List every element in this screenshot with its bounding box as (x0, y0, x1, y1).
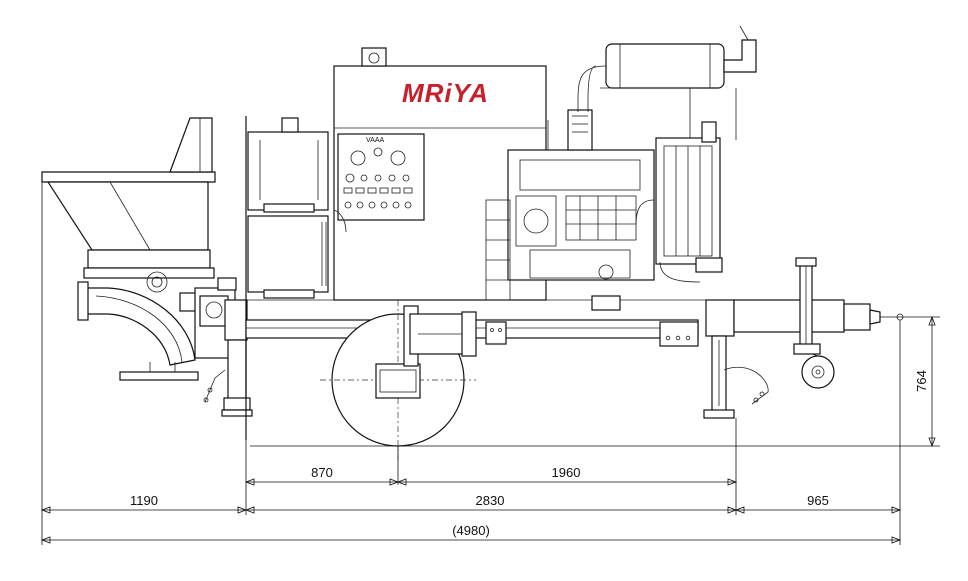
gauge-icon (350, 150, 366, 166)
diesel-engine (485, 109, 655, 311)
pump-manifold (179, 277, 253, 417)
dim-hopper-to-axle: 870 (311, 465, 333, 480)
jockey-wheel (801, 355, 835, 389)
control-cabinet: MRiYA VAAA (333, 47, 547, 301)
panel-label: VAAA (366, 137, 384, 144)
rear-jack-stand (703, 299, 769, 419)
dim-hopper-length: 1190 (130, 493, 158, 508)
drawbar (733, 257, 904, 389)
dim-overall-length: (4980) (452, 523, 490, 538)
radiator (635, 121, 723, 283)
dim-axle-to-end: 1960 (552, 465, 581, 480)
dimension-lines (40, 182, 940, 545)
gauge-icon (390, 150, 406, 166)
brand-logo: MRiYA (402, 78, 489, 108)
dim-frame-length: 2830 (476, 493, 505, 508)
dim-hitch-height: 764 (914, 370, 929, 392)
dimension-labels: 870 1960 1190 2830 965 (4980) 764 (130, 370, 929, 538)
dim-drawbar-length: 965 (807, 493, 829, 508)
wheel (320, 300, 477, 460)
hopper (41, 117, 216, 381)
hydraulic-tanks (247, 117, 347, 299)
exhaust-muffler (577, 25, 757, 160)
